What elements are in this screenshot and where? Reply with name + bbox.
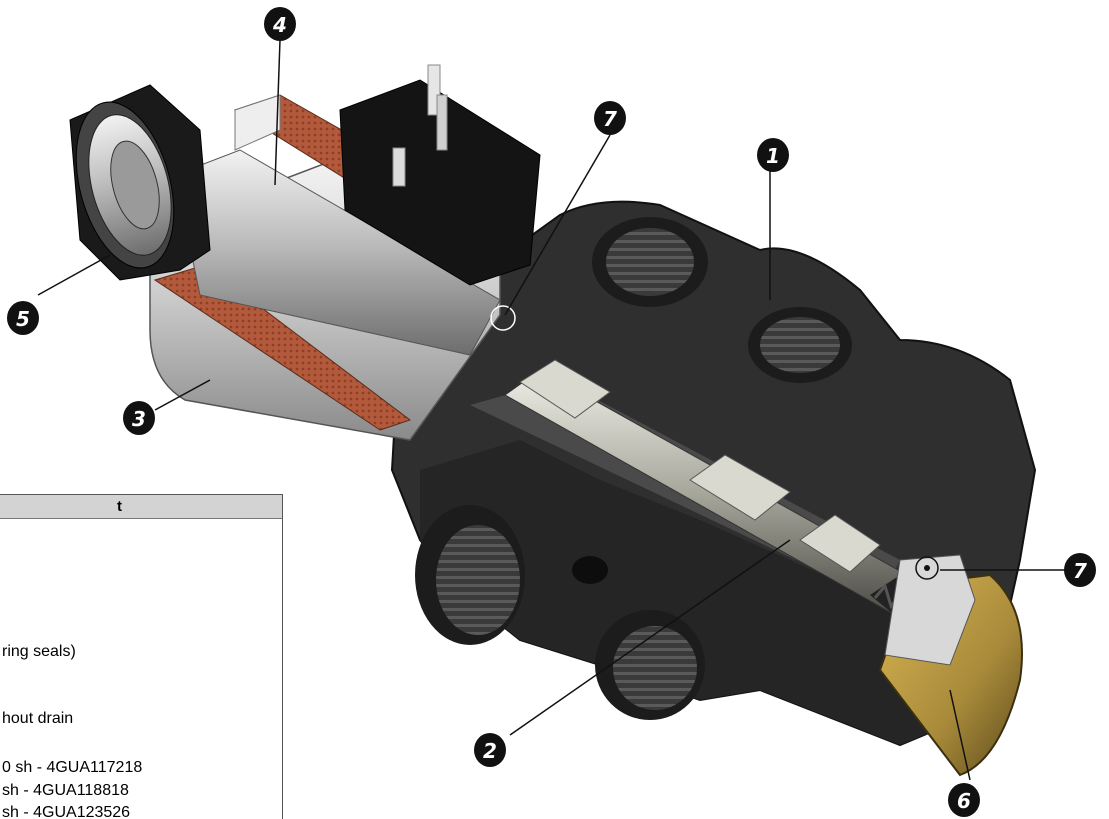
callout-5: 5 — [7, 301, 39, 335]
svg-text:5: 5 — [16, 307, 30, 331]
leader-lines — [37, 39, 1065, 781]
parts-legend-row: ring seals) — [2, 643, 76, 660]
solenoid-assembly — [149, 64, 541, 441]
svg-text:3: 3 — [132, 407, 146, 431]
callout-1: 1 — [757, 138, 789, 172]
svg-text:2: 2 — [483, 739, 497, 763]
spool — [504, 359, 926, 616]
callout-7-lower: 7 — [1064, 553, 1096, 587]
parts-legend-row: hout drain — [2, 710, 74, 727]
callout-2: 2 — [474, 733, 506, 767]
callout-6: 6 — [948, 783, 980, 817]
seal-marker — [490, 305, 516, 331]
end-cap — [878, 554, 1023, 777]
callout-7-upper: 7 — [594, 101, 626, 135]
parts-legend-table: t ring seals) hout drain 0 sh - 4GUA1172… — [0, 494, 283, 819]
callout-4: 4 — [264, 7, 296, 41]
svg-text:1: 1 — [766, 144, 780, 168]
parts-legend-header: t — [0, 495, 282, 519]
svg-text:7: 7 — [1073, 559, 1087, 583]
parts-legend-row: sh - 4GUA123526 — [2, 804, 131, 819]
svg-text:7: 7 — [603, 107, 617, 131]
seal-marker — [915, 556, 939, 580]
svg-text:4: 4 — [272, 13, 287, 37]
parts-legend-row: sh - 4GUA118818 — [2, 782, 129, 799]
callout-3: 3 — [123, 401, 155, 435]
locking-nut — [69, 84, 211, 281]
seal-marker-dot — [924, 565, 930, 571]
parts-legend-row: 0 sh - 4GUA117218 — [2, 759, 143, 776]
svg-text:6: 6 — [957, 789, 971, 813]
